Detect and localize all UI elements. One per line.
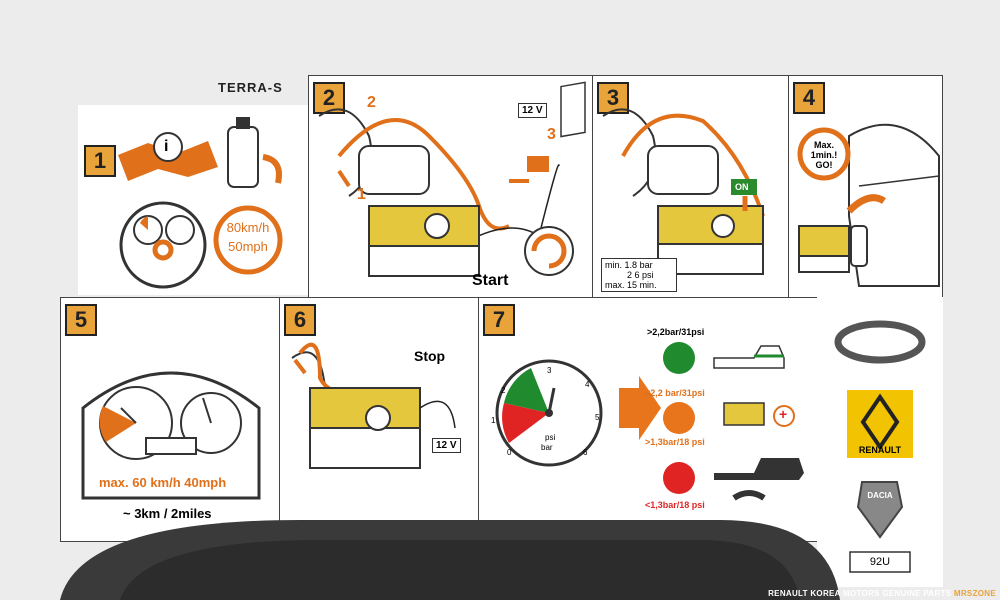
rule-red-label: <1,3bar/18 psi bbox=[645, 500, 705, 510]
step-number: 3 bbox=[597, 82, 629, 114]
gauge-tick: 1 bbox=[491, 416, 496, 425]
rule-orange-label: <2,2 bar/31psi bbox=[645, 388, 705, 398]
timer-badge bbox=[797, 127, 851, 181]
bottle-icon bbox=[647, 145, 719, 195]
phone-icon bbox=[732, 490, 766, 501]
info-icon bbox=[153, 132, 183, 162]
plus-icon bbox=[773, 405, 795, 427]
speed-limit: max. 60 km/h 40mph bbox=[99, 475, 227, 490]
stop-label: Stop bbox=[414, 348, 446, 364]
arrow-3-label: 3 bbox=[547, 126, 556, 143]
status-orange bbox=[663, 402, 695, 434]
step-1-illustration bbox=[118, 117, 283, 289]
renault-label: RENAULT bbox=[858, 445, 902, 455]
start-label: Start bbox=[472, 272, 509, 289]
gauge-unit-bar: bar bbox=[541, 443, 553, 452]
speed-badge bbox=[213, 205, 283, 275]
step-1-panel: 1 80km/h 50mph i bbox=[78, 105, 308, 295]
gauge-tick: 3 bbox=[547, 366, 552, 375]
step-3-illustration bbox=[602, 108, 765, 275]
step-number: 7 bbox=[483, 304, 515, 336]
gauge-tick: 6 bbox=[583, 448, 588, 457]
rule-green-label: >2,2bar/31psi bbox=[647, 327, 705, 337]
wheel-icon bbox=[291, 351, 326, 389]
gauge-tick: 5 bbox=[595, 413, 600, 422]
plus-sign: + bbox=[779, 406, 788, 422]
compressor-icon bbox=[657, 205, 764, 245]
step-number: 1 bbox=[84, 145, 116, 177]
rule-orange-label-2: >1,3bar/18 psi bbox=[645, 437, 705, 447]
logos-illustration bbox=[834, 320, 926, 573]
bottle-icon bbox=[850, 225, 868, 267]
power-label: 12 V bbox=[518, 103, 547, 118]
socket-icon bbox=[560, 81, 586, 138]
compressor-icon bbox=[723, 402, 765, 426]
arrow-icon bbox=[846, 194, 886, 214]
dacia-label: DACIA bbox=[867, 491, 893, 500]
renault-diamond-icon bbox=[860, 393, 900, 451]
step-6-panel: 6 Stop 12 V bbox=[279, 297, 479, 542]
arrow-icon bbox=[262, 154, 282, 184]
gauge-tick: 4 bbox=[585, 380, 590, 389]
speed-mph: 50mph bbox=[228, 239, 268, 254]
spec-row: 2 6 psi bbox=[627, 270, 654, 280]
spec-row: max. 15 min. bbox=[605, 280, 657, 290]
logos-panel: RENAULT DACIA 92U bbox=[817, 297, 943, 587]
step-5-illustration bbox=[81, 371, 261, 500]
arrow-icon bbox=[619, 376, 661, 440]
spec-row: min. 1.8 bar bbox=[605, 260, 653, 270]
badge-line-2: 1min.! bbox=[810, 150, 838, 160]
status-green bbox=[663, 342, 695, 374]
on-label: ON bbox=[735, 182, 749, 192]
dacia-logo-icon bbox=[856, 481, 904, 539]
step-6-illustration bbox=[291, 342, 456, 469]
gauge-tick: 0 bbox=[507, 448, 512, 457]
step-3-panel: 3 ON min. 1.8 bar 2 6 psi max. 15 min. bbox=[592, 75, 789, 298]
spec-table: min. 1.8 bar 2 6 psi max. 15 min. bbox=[601, 258, 677, 292]
plug-icon bbox=[527, 156, 549, 172]
speed-kmh: 80km/h bbox=[226, 220, 270, 235]
caption: RENAULT KOREA MOTORS GENUINE PARTS MRSZO… bbox=[768, 589, 996, 598]
on-switch bbox=[731, 179, 757, 195]
step-2-panel: 2 12 V Start 1 2 3 bbox=[308, 75, 593, 298]
bottle-icon bbox=[358, 145, 430, 195]
hose-icon bbox=[337, 118, 510, 231]
arrow-2-label: 2 bbox=[367, 94, 376, 111]
step-5-panel: 5 max. 60 km/h 40mph ~ 3km / 2miles bbox=[60, 297, 280, 542]
info-letter: i bbox=[164, 138, 169, 155]
status-red bbox=[663, 462, 695, 494]
gauge-unit-psi: psi bbox=[545, 433, 556, 442]
distance-limit: ~ 3km / 2miles bbox=[123, 506, 212, 521]
arrow-icon bbox=[293, 358, 307, 375]
gauge-tick: 2 bbox=[501, 386, 506, 395]
power-label: 12 V bbox=[432, 438, 461, 453]
step-number: 4 bbox=[793, 82, 825, 114]
code-badge bbox=[849, 551, 911, 573]
badge-line-1: Max. bbox=[813, 140, 834, 150]
step-7-illustration bbox=[495, 342, 804, 501]
step-4-panel: 4 Max. 1min.! GO! bbox=[788, 75, 943, 298]
step-number: 5 bbox=[65, 304, 97, 336]
step-2-illustration bbox=[318, 81, 586, 277]
brand-label: TERRA-S bbox=[218, 80, 283, 95]
badge-line-3: GO! bbox=[815, 160, 833, 170]
step-4-illustration bbox=[797, 123, 940, 287]
samsung-logo-icon bbox=[834, 320, 926, 364]
arrow-1-label: 1 bbox=[357, 186, 366, 203]
step-number: 6 bbox=[284, 304, 316, 336]
tow-truck-icon bbox=[714, 458, 804, 480]
cable-icon bbox=[419, 400, 456, 429]
code-label: 92U bbox=[869, 556, 891, 568]
car-trunk-icon bbox=[848, 123, 940, 287]
